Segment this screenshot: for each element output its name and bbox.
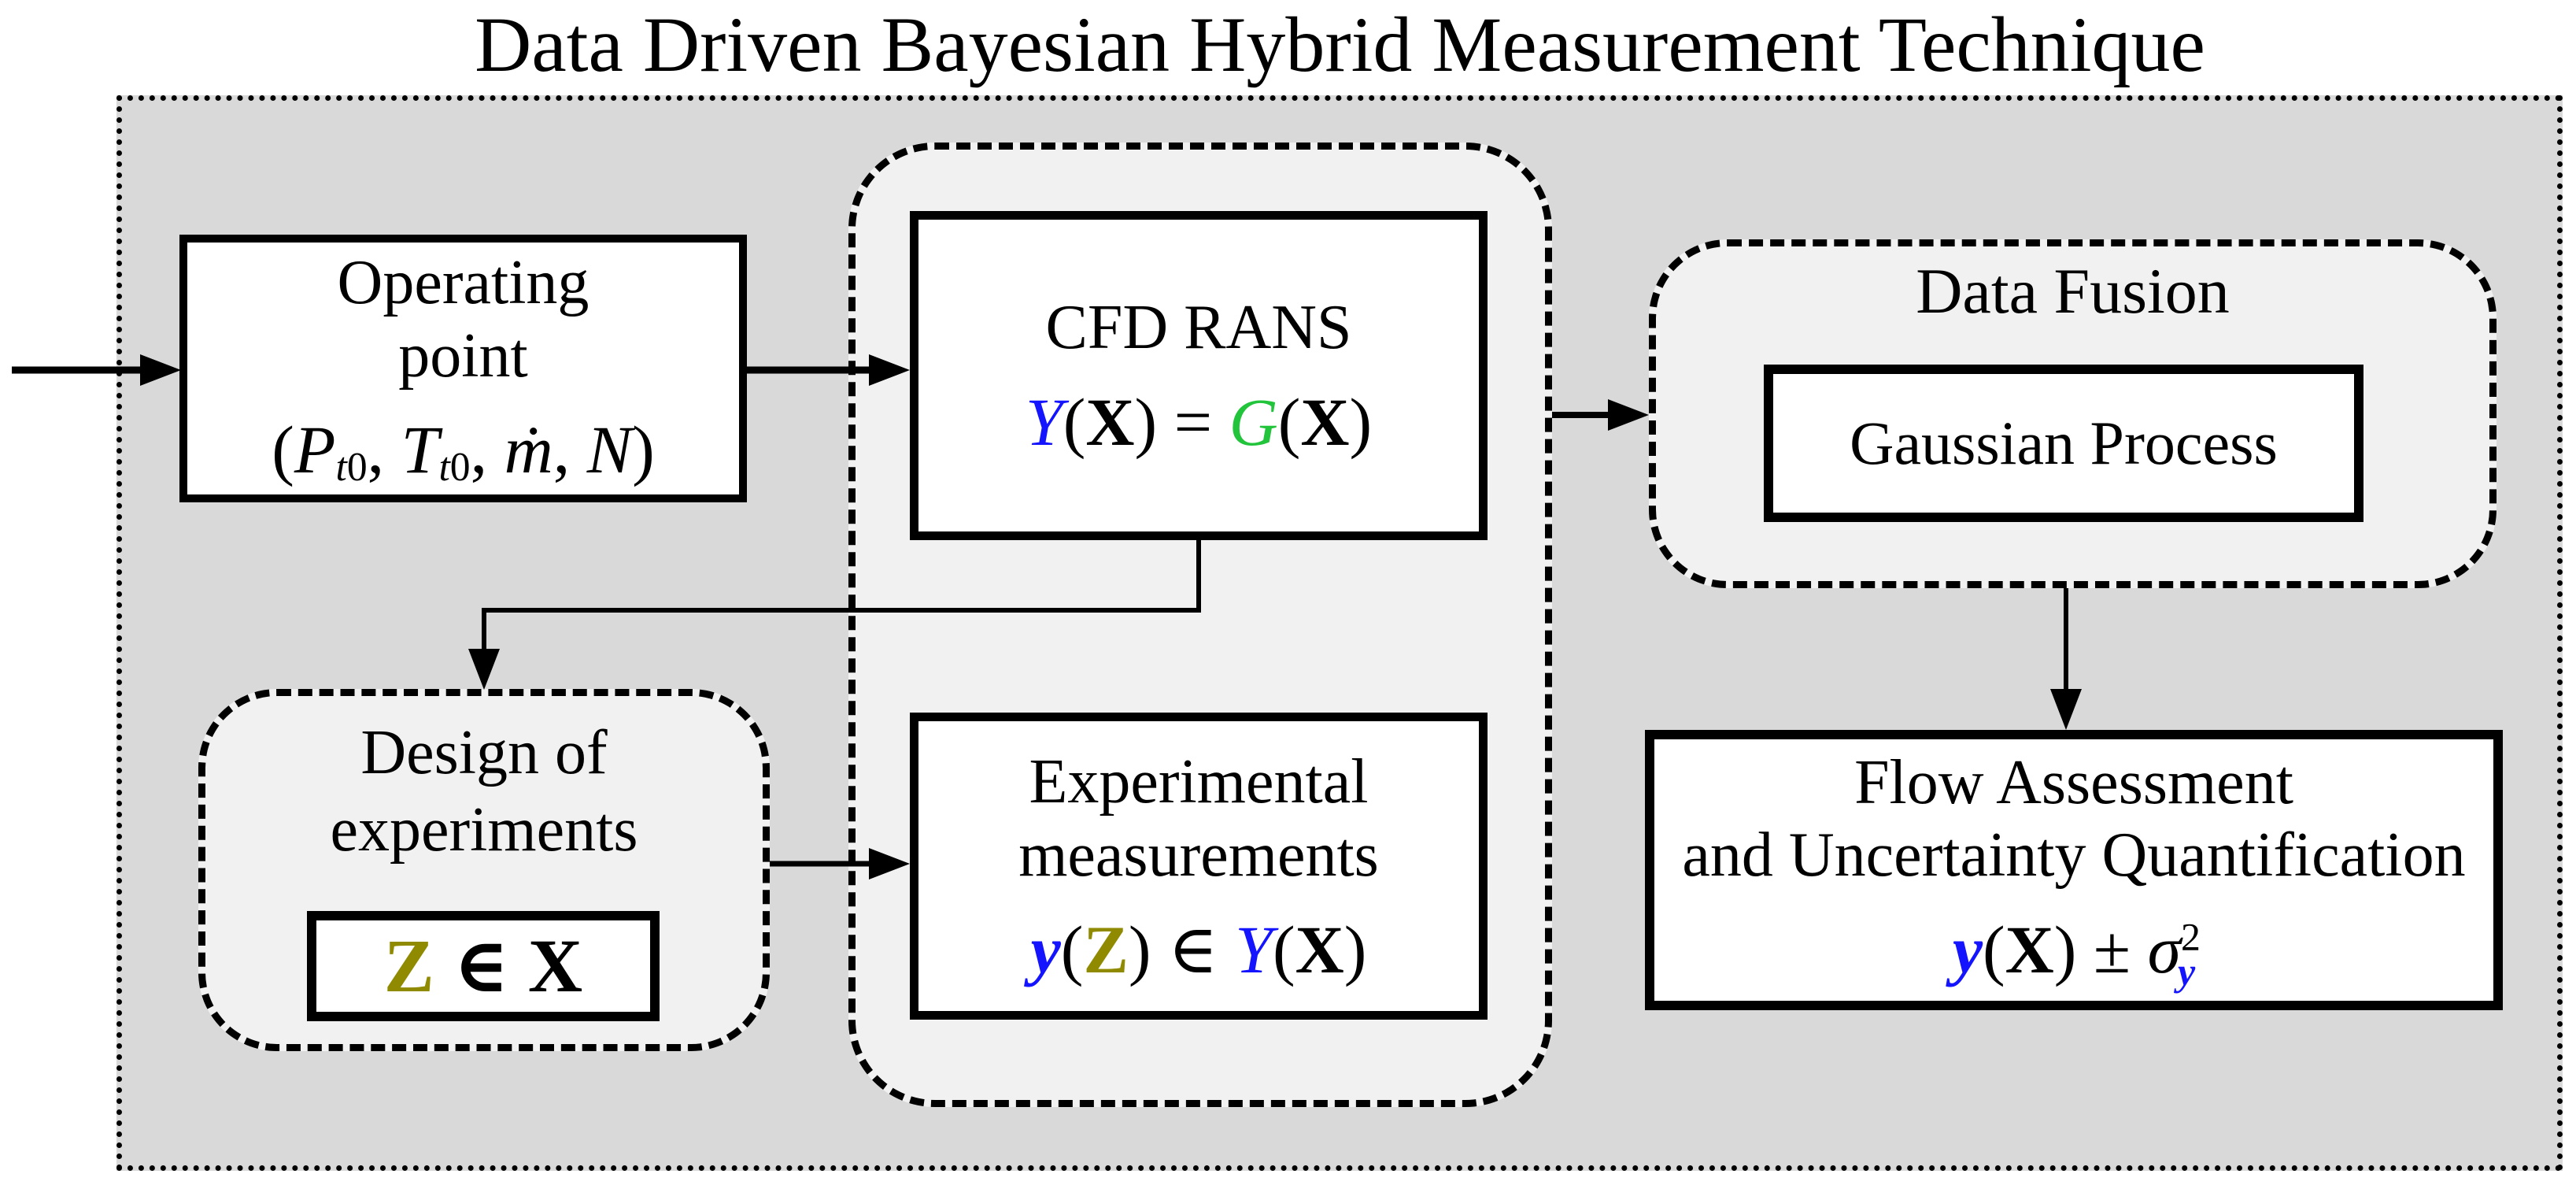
flow-assessment-formula: y(X) ± σ2y (1952, 912, 2201, 994)
doe-sample-box: Z ∈ X (307, 911, 660, 1021)
doe-label-line2: experiments (330, 794, 638, 865)
design-of-experiments-container (198, 689, 770, 1051)
flow-assessment-box: Flow Assessment and Uncertainty Quantifi… (1645, 730, 2503, 1010)
operating-point-line1: Operating (337, 247, 589, 317)
design-of-experiments-label: Design of experiments (198, 715, 770, 868)
cfd-rans-label: CFD RANS (1045, 293, 1352, 363)
experimental-measurements-box: Experimental measurements y(Z) ∈ Y(X) (910, 713, 1488, 1020)
doe-label-line1: Design of (360, 718, 608, 787)
operating-point-box: Operating point (Pt0, Tt0, ṁ, N) (179, 235, 747, 502)
doe-sample-formula: Z ∈ X (383, 924, 583, 1009)
experimental-line1: Experimental (1029, 746, 1369, 817)
cfd-rans-box: CFD RANS Y(X) = G(X) (910, 211, 1488, 540)
cfd-rans-formula: Y(X) = G(X) (1025, 384, 1373, 461)
flow-assessment-line2: and Uncertainty Quantification (1682, 820, 2466, 891)
flow-assessment-line1: Flow Assessment (1854, 747, 2293, 817)
sigma-superscript: 2 (2181, 915, 2201, 959)
experimental-formula: y(Z) ∈ Y(X) (1030, 911, 1367, 987)
data-fusion-label: Data Fusion (1916, 255, 2230, 327)
operating-point-line2: point (398, 320, 528, 391)
sigma-subscript: y (2178, 950, 2196, 994)
flow-formula-tokens: y(X) ± σ (1952, 912, 2182, 988)
experimental-line2: measurements (1018, 820, 1379, 890)
gaussian-process-box: Gaussian Process (1764, 365, 2363, 522)
gaussian-process-label: Gaussian Process (1850, 408, 2278, 477)
diagram-title: Data Driven Bayesian Hybrid Measurement … (475, 1, 2205, 88)
operating-point-formula: (Pt0, Tt0, ṁ, N) (272, 412, 655, 491)
